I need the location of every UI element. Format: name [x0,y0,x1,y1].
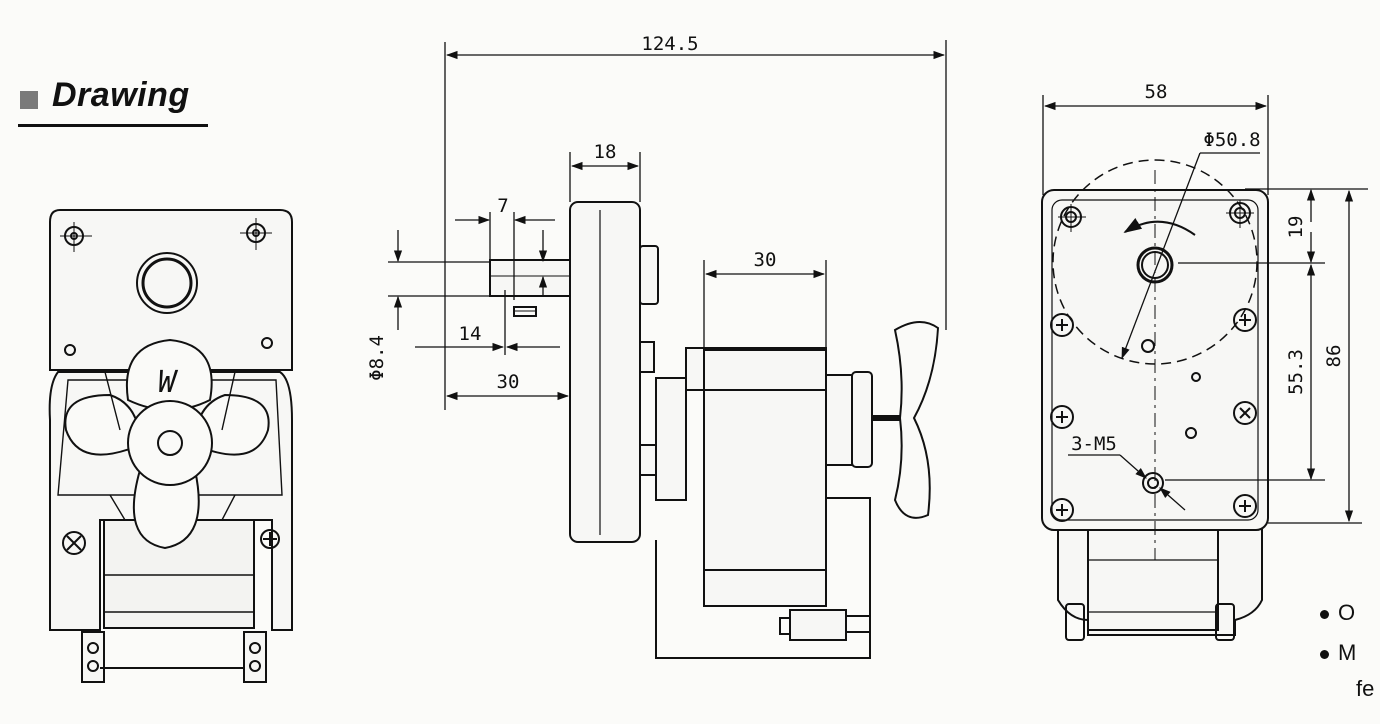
dim-shaft-length: 14 [459,323,482,345]
dim-shaft-diameter: Φ8.4 [366,335,388,381]
bullet-text: O [1338,600,1356,625]
rear-m5-hole [1142,472,1164,494]
side-view [489,201,940,659]
dim-shaft-overall: 30 [497,371,520,393]
bullet-dot [1320,609,1329,619]
rear-screw-5 [1050,498,1074,522]
dim-width: 58 [1145,81,1168,103]
section-header: Drawing [18,74,210,130]
front-shaft-boss [136,252,198,314]
section-underline [18,124,208,127]
bullet-text: M [1338,640,1357,665]
rear-screw-3 [1050,405,1074,429]
dim-height: 86 [1323,345,1345,368]
front-view [48,209,293,683]
dim-overall-length: 124.5 [641,33,698,55]
side-fan-blade [893,321,940,519]
side-motor-body [703,349,827,607]
dim-hole-spacing: 55.3 [1285,349,1307,395]
dim-gearbox-depth: 18 [594,141,617,163]
section-title: Drawing [52,76,190,114]
side-dimensions [388,40,947,410]
front-screw-right [260,529,280,549]
side-gearbox [569,201,641,543]
bullet-item: O [1320,600,1380,626]
bullet-continuation: fe [1356,676,1380,702]
bullet-text: fe [1356,676,1375,701]
front-foot-right [243,631,267,683]
rear-screw-2 [1233,308,1257,332]
bullet-item: M [1320,640,1380,666]
gear-pitch-circle [1052,159,1258,365]
front-screw-left [62,531,86,555]
rear-dimensions [1042,95,1368,524]
brand-logo-glyph: W [158,365,179,400]
rear-hole-tr [1226,200,1254,228]
rear-output-shaft [1136,246,1174,284]
rear-screw-4 [1233,401,1257,425]
dim-shaft-flat: 7 [497,195,508,217]
side-output-shaft [489,259,571,297]
rear-view [1041,159,1269,641]
section-bullet-square [20,91,38,109]
rear-screw-6 [1233,494,1257,518]
fan-impeller [64,338,270,550]
dim-motor-width: 30 [754,249,777,271]
front-mount-hole-left [60,222,92,252]
dim-mount-thread: 3-M5 [1071,433,1117,455]
dim-gear-circle: Φ50.8 [1203,129,1260,151]
rear-screw-1 [1050,313,1074,337]
bullet-dot [1320,649,1329,659]
dim-shaft-offset-top: 19 [1285,216,1307,239]
rear-hole-tl [1058,204,1086,232]
front-foot-left [81,631,105,683]
front-mount-hole-right [240,218,272,250]
